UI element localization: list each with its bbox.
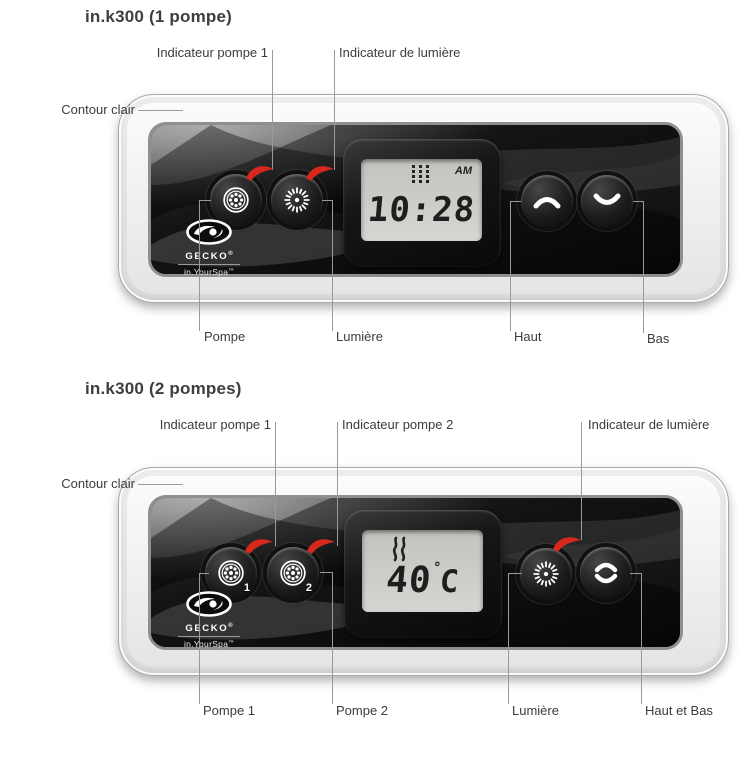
pump2-indicator-arc: [307, 539, 335, 554]
pump1-button: 1: [205, 547, 257, 599]
callout-line: [581, 422, 582, 540]
callout-line: [630, 573, 642, 574]
pump-jet-icon: [280, 560, 306, 586]
lcd-screen: 40°C: [362, 530, 483, 612]
callout-pump2-indicator: Indicateur pompe 2: [342, 417, 454, 432]
gecko-logo: GECKO® in.YourSpa™: [176, 591, 242, 649]
callout-line: [275, 422, 276, 546]
callout-line: [199, 573, 200, 704]
chevron-down-icon: [593, 193, 621, 205]
gecko-logo: GECKO® in.YourSpa™: [176, 219, 242, 277]
brand-name: GECKO®: [185, 251, 233, 262]
callout-line: [510, 201, 511, 331]
light-icon: [284, 187, 310, 213]
lcd-temperature: 40°C: [384, 560, 461, 601]
callout-pump: Pompe: [204, 329, 246, 344]
callout-line: [138, 110, 183, 111]
callout-line: [633, 201, 643, 202]
callout-pump1: Pompe 1: [203, 703, 256, 718]
diagram2-title: in.k300 (2 pompes): [85, 379, 242, 398]
callout-line: [199, 200, 211, 201]
pump2-badge: 2: [305, 582, 312, 594]
brand-divider: [178, 636, 240, 637]
light-button: [271, 174, 323, 226]
callout-light-indicator: Indicateur de lumière: [588, 417, 710, 432]
diagram1-title: in.k300 (1 pompe): [85, 7, 232, 26]
pump-jet-icon: [223, 187, 249, 213]
gecko-eye-icon: [186, 591, 232, 617]
callout-line: [332, 572, 333, 704]
lcd-time: 10:28: [366, 190, 477, 230]
gecko-eye-icon: [186, 219, 232, 245]
callout-line: [138, 484, 183, 485]
callout-line: [272, 50, 273, 170]
callout-line: [337, 422, 338, 546]
lcd-display: AM 10:28: [343, 139, 501, 267]
light-button: [520, 548, 572, 600]
pump-jet-icon: [218, 560, 244, 586]
callout-line: [199, 200, 200, 331]
callout-line: [643, 201, 644, 333]
callout-light: Lumière: [336, 329, 383, 344]
up-button: [521, 175, 573, 227]
callout-line: [508, 573, 509, 704]
light-icon: [533, 561, 559, 587]
callout-pump1-indicator: Indicateur pompe 1: [159, 417, 271, 432]
callout-clear-rim: Contour clair: [61, 476, 135, 491]
callout-pump2: Pompe 2: [336, 703, 389, 718]
callout-line: [322, 200, 332, 201]
jets-icon: [412, 165, 429, 183]
light-indicator-arc: [553, 537, 581, 552]
down-button: [581, 175, 633, 227]
up-down-icon: [594, 562, 618, 584]
pump-button: [210, 174, 262, 226]
callout-updown: Haut et Bas: [645, 703, 713, 718]
callout-line: [332, 200, 333, 331]
lcd-display: 40°C: [344, 510, 502, 638]
light-indicator-arc: [306, 166, 334, 181]
brand-divider: [178, 264, 240, 265]
callout-line: [320, 572, 333, 573]
callout-up: Haut: [514, 329, 542, 344]
callout-pump1-indicator: Indicateur pompe 1: [156, 45, 268, 60]
brand-tagline: in.YourSpa™: [183, 639, 235, 649]
callout-line: [334, 50, 335, 170]
pump1-indicator-arc: [245, 539, 273, 554]
pump1-indicator-arc: [246, 166, 274, 181]
up-down-button: [580, 547, 632, 599]
chevron-up-icon: [533, 197, 561, 209]
callout-line: [199, 573, 209, 574]
brand-name: GECKO®: [185, 623, 233, 634]
lcd-screen: AM 10:28: [361, 159, 482, 241]
callout-line: [510, 201, 521, 202]
callout-line: [508, 573, 522, 574]
brand-tagline: in.YourSpa™: [183, 267, 235, 277]
callout-clear-rim: Contour clair: [61, 102, 135, 117]
pump1-badge: 1: [243, 582, 250, 594]
callout-down: Bas: [647, 331, 670, 346]
pump2-button: 2: [267, 547, 319, 599]
steam-icon: [392, 536, 406, 562]
am-indicator: AM: [454, 165, 472, 177]
callout-light: Lumière: [512, 703, 559, 718]
callout-light-indicator: Indicateur de lumière: [339, 45, 461, 60]
callout-line: [641, 573, 642, 704]
